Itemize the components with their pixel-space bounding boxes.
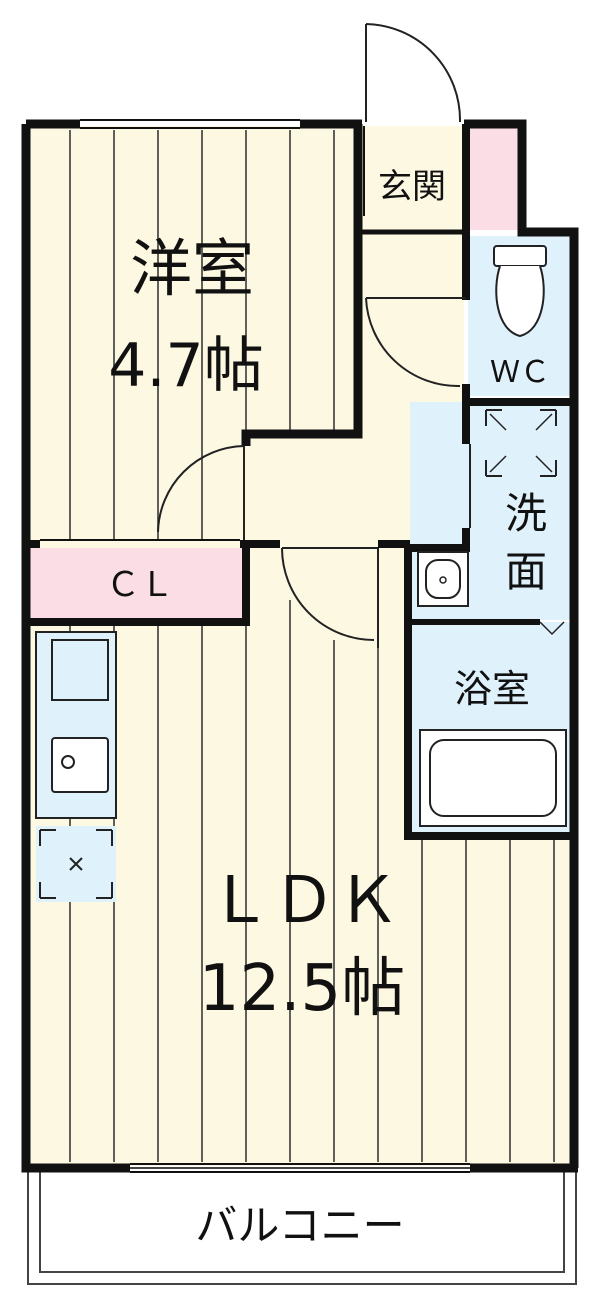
ldk-floor-lower [26,834,574,1166]
floor-fills [26,126,574,1166]
closet-floor [30,548,246,618]
room-labels: 洋室 4.7帖 玄関 ＷＣ 洗 面 浴室 ＣＬ ＬＤＫ 12.5帖 バルコニー [106,167,550,1250]
balcony [27,1167,577,1285]
western-room-name: 洋室 [130,232,254,305]
shoe-box [466,126,518,230]
balcony-label: バルコニー [195,1201,404,1250]
toilet-icon [493,245,547,338]
washroom-label-1: 洗 [505,489,547,538]
wood-planks-ldk [69,600,555,1162]
bathroom-label: 浴室 [454,667,530,711]
ldk-name: ＬＤＫ [208,864,400,938]
wood-planks-western [69,130,335,540]
wc-label: ＷＣ [490,355,550,390]
washroom-label-2: 面 [505,547,547,596]
kitchen-sink-icon [35,631,117,819]
washbasin-icon [417,551,469,607]
western-room-size: 4.7帖 [108,331,263,401]
bathtub-icon [419,621,567,827]
entrance-label: 玄関 [378,167,446,207]
stove-icon [36,826,116,902]
walls [21,119,579,1173]
entrance-door [365,23,462,123]
entrance-floor [360,126,464,236]
door-swings [157,297,471,648]
closet-label: ＣＬ [106,565,174,605]
ldk-size: 12.5帖 [199,952,406,1026]
washing-machine-icon [485,409,557,477]
